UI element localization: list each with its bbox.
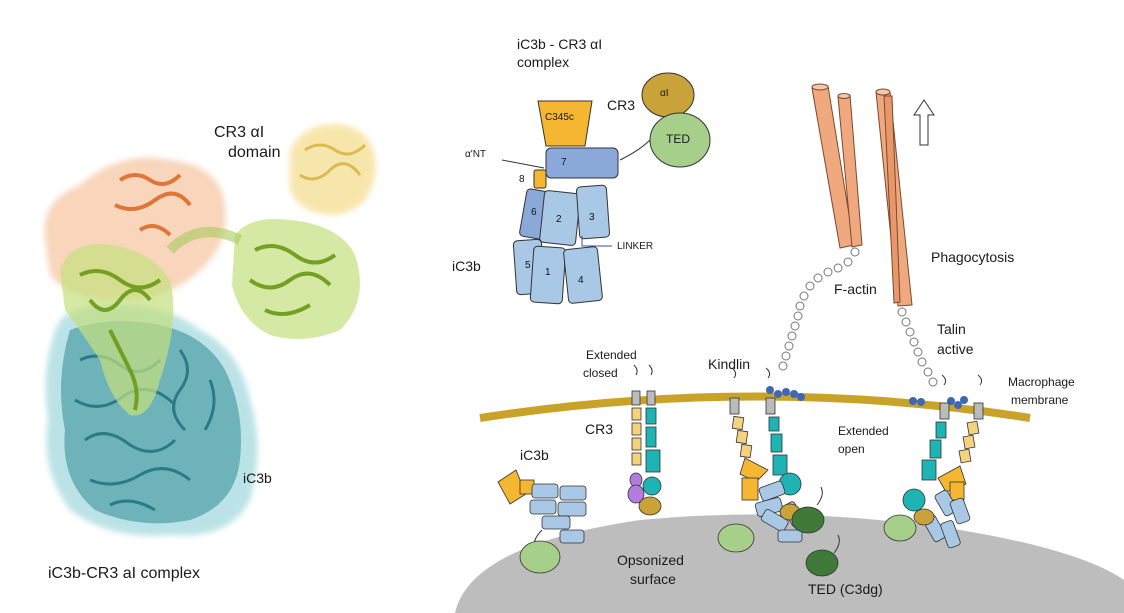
alpha-i-label: αI [660,88,669,99]
schematic [501,72,711,305]
kindlin-dots [766,386,968,409]
schematic-ic3b-label: iC3b [452,258,481,274]
talin-label-line1: Talin [937,321,966,337]
cell-cr3-label: CR3 [585,421,614,437]
domain-4-label: 4 [578,275,584,286]
factin-label: F-actin [834,281,877,297]
schematic-title-line2: complex [517,54,570,70]
ted-label: TED [666,132,690,146]
factin-filaments [811,85,913,307]
domain-8-label: 8 [519,174,525,185]
cr3-alpha-i-label-line2: domain [228,144,281,161]
macrophage-label-line1: Macrophage [1008,375,1075,389]
cr3-extended-closed [627,364,662,516]
cr3-engaged-left [717,367,825,553]
talin-label-line2: active [937,341,974,357]
up-arrow-icon [913,99,935,146]
ted-c3dg-label: TED (C3dg) [808,581,883,597]
schematic-cr3-label: CR3 [607,97,636,113]
cr3-engaged-right [805,374,984,577]
domain-5-label: 5 [525,260,531,271]
opsonized-label-line1: Opsonized [617,552,684,568]
domain-1 [529,245,567,305]
figure-caption: iC3b-CR3 aI complex [48,565,201,582]
opsonized-label-line2: surface [630,571,676,587]
domain-2-label: 2 [556,214,562,225]
extended-open-line2: open [838,442,865,456]
linker-label: LINKER [617,241,654,252]
schematic-title-line1: iC3b - CR3 αI [517,36,603,52]
ic3b-free [497,469,587,574]
domain-3 [575,184,611,240]
domain-4 [563,246,603,304]
domain-6-label: 6 [531,207,537,218]
green-structure [60,219,360,416]
domain-3-label: 3 [589,212,595,223]
domain-2 [539,190,581,246]
domain-7-label: 7 [561,157,567,168]
c345c-label: C345c [545,112,574,123]
cell-panel [455,83,1124,613]
extended-open-line1: Extended [838,424,889,438]
domain-8 [533,169,547,189]
kindlin-label: Kindlin [708,356,751,372]
extended-closed-line1: Extended [586,348,637,362]
domain-7 [545,147,619,179]
macrophage-label-line2: membrane [1011,393,1069,407]
alpha-i-structure [290,124,376,215]
ic3b-structure-label: iC3b [243,470,272,486]
phagocytosis-label: Phagocytosis [931,249,1015,265]
talin-chains [778,247,938,387]
cell-ic3b-label: iC3b [520,447,549,463]
macrophage-membrane [479,392,1031,422]
c345c-shape [537,100,593,147]
domain-1-label: 1 [545,267,551,278]
alpha-nt-label: α'NT [465,149,487,160]
cr3-alpha-i-label-line1: CR3 αI [214,124,265,141]
extended-closed-line2: closed [583,366,618,380]
